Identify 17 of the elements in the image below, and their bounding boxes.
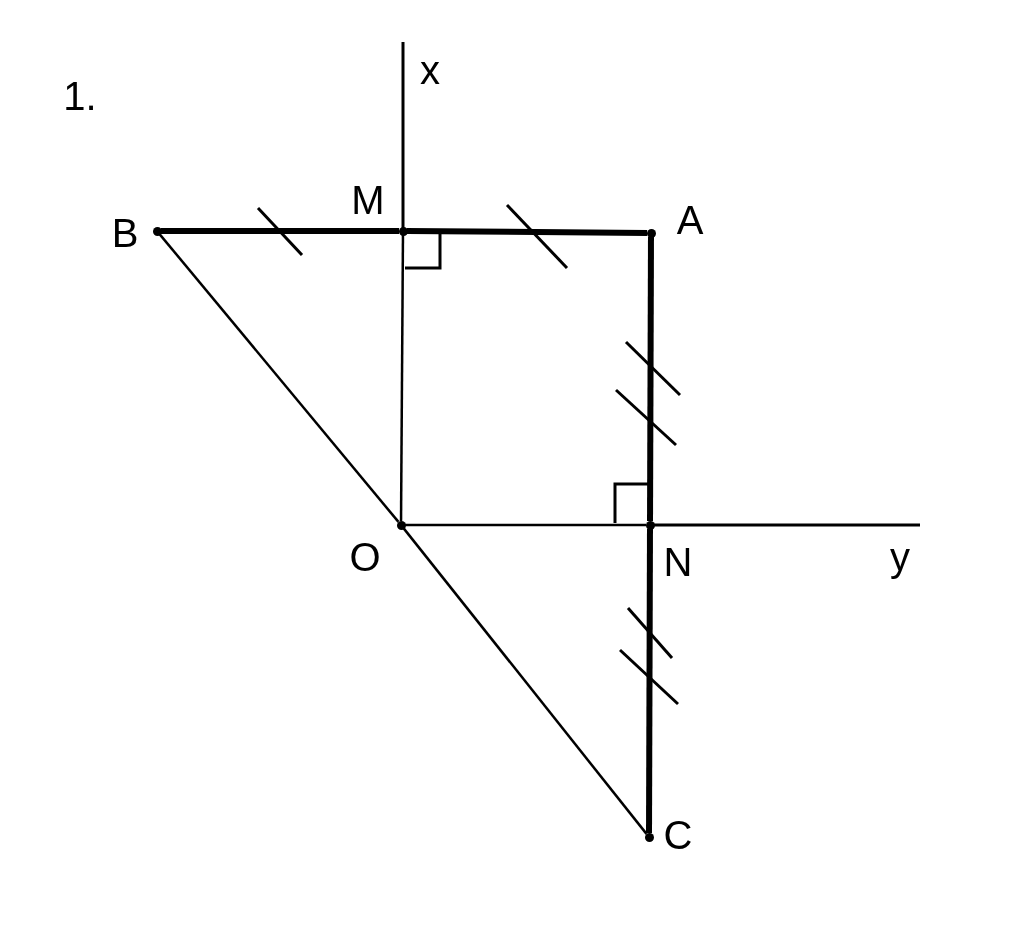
line-segment <box>406 228 648 236</box>
line-segment <box>402 527 648 835</box>
axis-label: y <box>890 537 910 577</box>
line-segment <box>405 523 646 527</box>
problem-number: 1. <box>63 76 97 116</box>
line-segment <box>647 237 654 521</box>
point-label: N <box>663 542 693 582</box>
line-segment <box>161 228 399 234</box>
point-label: A <box>676 200 704 240</box>
point-label: B <box>111 213 139 253</box>
point-label: C <box>663 815 693 855</box>
line-segment <box>646 529 653 833</box>
line-segment <box>399 235 405 521</box>
point-label: M <box>351 180 385 220</box>
point-label: O <box>349 537 381 577</box>
line-segment <box>158 233 400 523</box>
axis-label: x <box>420 50 440 90</box>
